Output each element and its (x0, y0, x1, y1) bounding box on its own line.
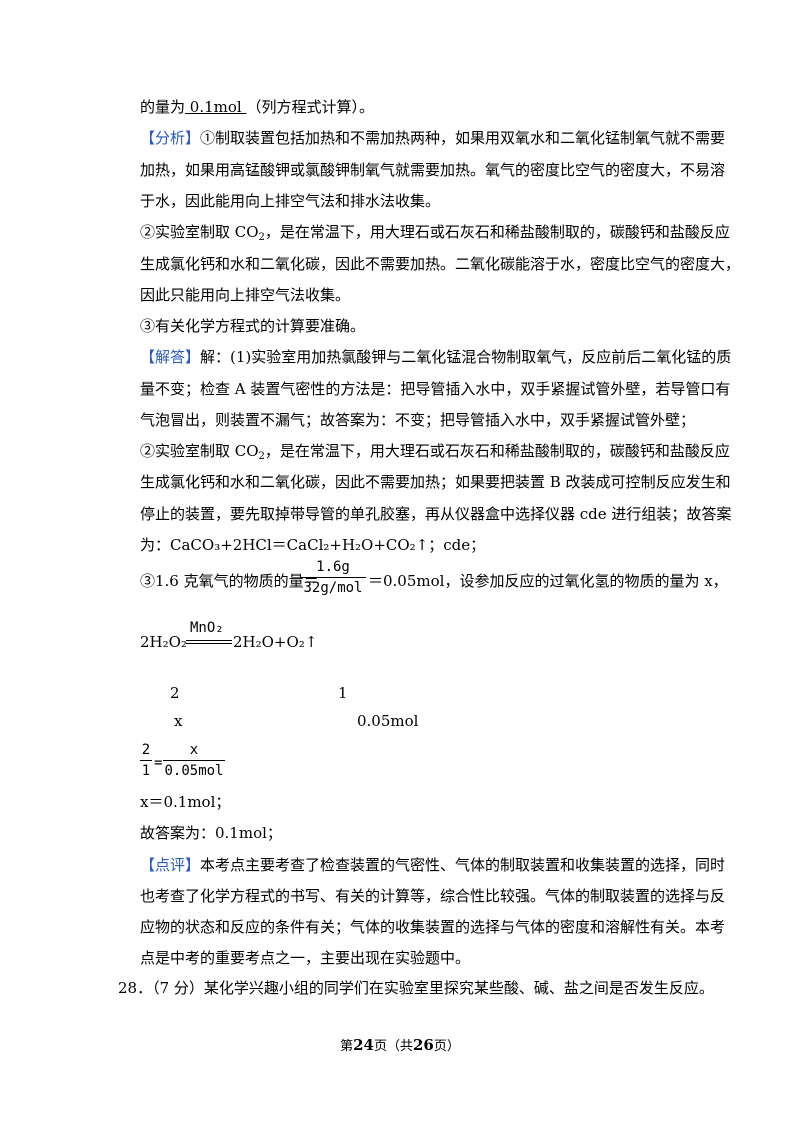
text: ②实验室制取 CO (140, 223, 259, 241)
answer-line-7: 为：CaCO₃+2HCl＝CaCl₂+H₂O+CO₂↑；cde； (140, 536, 486, 554)
page-number: 24 (353, 1036, 374, 1054)
comment-line-2: 也考查了化学方程式的书写、有关的计算等，综合性比较强。气体的制取装置的选择与反 (140, 887, 726, 905)
equation-arrow-top (186, 640, 232, 641)
fraction-bar (300, 577, 366, 578)
answer-line-2: 量不变；检查 A 装置气密性的方法是：把导管插入水中，双手紧握试管外壁，若导管口… (140, 380, 731, 398)
proportion-left-fraction: 2 1 (140, 741, 152, 780)
coefficient-right: 1 (338, 684, 348, 702)
analysis-line-7: ③有关化学方程式的计算要准确。 (140, 317, 366, 335)
analysis-line-3: 于水，因此能用向上排空气法和排水法收集。 (140, 192, 441, 210)
answer-line-5: 生成氯化钙和水和二氧化碳，因此不需要加热；如果要把装置 B 改装成可控制反应发生… (140, 473, 731, 491)
proportion-equals: = (154, 755, 163, 771)
answer-blank: 0.1mol (185, 98, 247, 116)
answer-line-4: ②实验室制取 CO2，是在常温下，用大理石或石灰石和稀盐酸制取的，碳酸钙和盐酸反… (140, 442, 730, 462)
variable-right: 0.05mol (357, 712, 419, 730)
text: 本考点主要考查了检查装置的气密性、气体的制取装置和收集装置的选择，同时 (200, 856, 726, 874)
fraction-numerator: x (189, 742, 199, 758)
text: （列方程式计算）。 (246, 98, 374, 116)
text: ②实验室制取 CO (140, 442, 259, 460)
text: 的量为 (140, 98, 186, 116)
analysis-line-1: 【分析】①制取装置包括加热和不需加热两种，如果用双氧水和二氧化锰制氧气就不需要 (140, 128, 725, 148)
answer-line-8-start: ③1.6 克氧气的物质的量＝ (140, 572, 319, 590)
text: 页（共 (373, 1039, 413, 1054)
text: 解：(1)实验室用加热氯酸钾与二氧化锰混合物制取氧气，反应前后二氧化锰的质 (200, 348, 732, 366)
conclusion-line: 故答案为：0.1mol； (140, 824, 282, 842)
page-total: 26 (413, 1036, 434, 1054)
text: ，是在常温下，用大理石或石灰石和稀盐酸制取的，碳酸钙和盐酸反应 (264, 442, 730, 460)
result-line: x＝0.1mol； (140, 793, 231, 811)
comment-line-1: 【点评】本考点主要考查了检查装置的气密性、气体的制取装置和收集装置的选择，同时 (140, 855, 725, 875)
answer-line-6: 停止的装置，要先取掉带导管的单孔胶塞，再从仪器盒中选择仪器 cde 进行组装；故… (140, 505, 732, 523)
equation-right: 2H₂O+O₂↑ (233, 633, 318, 651)
text: ①制取装置包括加热和不需加热两种，如果用双氧水和二氧化锰制氧气就不需要 (200, 129, 726, 147)
analysis-line-2: 加热，如果用高锰酸钾或氯酸钾制氧气就需要加热。氧气的密度比空气的密度大，不易溶 (140, 161, 726, 179)
analysis-tag: 【分析】 (140, 129, 201, 147)
analysis-line-5: 生成氯化钙和水和二氧化碳，因此不需要加热。二氧化碳能溶于水，密度比空气的密度大， (140, 255, 741, 273)
equation-catalyst: MnO₂ (190, 620, 224, 636)
comment-line-3: 应物的状态和反应的条件有关；气体的收集装置的选择与气体的密度和溶解性有关。本考 (140, 918, 726, 936)
fraction-numerator: 1.6g (316, 559, 350, 575)
text: ，是在常温下，用大理石或石灰石和稀盐酸制取的，碳酸钙和盐酸反应 (264, 223, 730, 241)
fraction-mass-over-molar-mass: 1.6g 32g/mol (300, 558, 366, 597)
analysis-line-6: 因此只能用向上排空气法收集。 (140, 286, 351, 304)
variable-left: x (174, 712, 183, 730)
line-amount: 的量为 0.1mol （列方程式计算）。 (140, 97, 374, 117)
question-28: 28．（7 分）某化学兴趣小组的同学们在实验室里探究某些酸、碱、盐之间是否发生反… (118, 979, 714, 997)
fraction-numerator: 2 (141, 742, 151, 758)
fraction-bar (163, 760, 225, 761)
answer-tag: 【解答】 (140, 348, 201, 366)
answer-line-1: 【解答】解：(1)实验室用加热氯酸钾与二氧化锰混合物制取氧气，反应前后二氧化锰的… (140, 347, 731, 367)
comment-line-4: 点是中考的重要考点之一，主要出现在实验题中。 (140, 949, 471, 967)
fraction-denominator: 0.05mol (164, 763, 224, 779)
fraction-bar (140, 760, 152, 761)
coefficient-left: 2 (170, 684, 180, 702)
comment-tag: 【点评】 (140, 856, 201, 874)
analysis-line-4: ②实验室制取 CO2，是在常温下，用大理石或石灰石和稀盐酸制取的，碳酸钙和盐酸反… (140, 223, 730, 243)
equation-arrow-bottom (186, 643, 232, 644)
page-footer: 第24页（共26页） (0, 1035, 800, 1054)
text: 页） (433, 1039, 460, 1054)
fraction-denominator: 1 (141, 763, 151, 779)
fraction-denominator: 32g/mol (303, 580, 363, 596)
answer-line-3: 气泡冒出，则装置不漏气；故答案为：不变；把导管插入水中，双手紧握试管外壁； (140, 411, 696, 429)
answer-line-8-end: ＝0.05mol，设参加反应的过氧化氢的物质的量为 x， (368, 572, 728, 590)
equation-left: 2H₂O₂ (140, 633, 187, 651)
text: 第 (340, 1039, 354, 1054)
proportion-right-fraction: x 0.05mol (163, 741, 225, 780)
